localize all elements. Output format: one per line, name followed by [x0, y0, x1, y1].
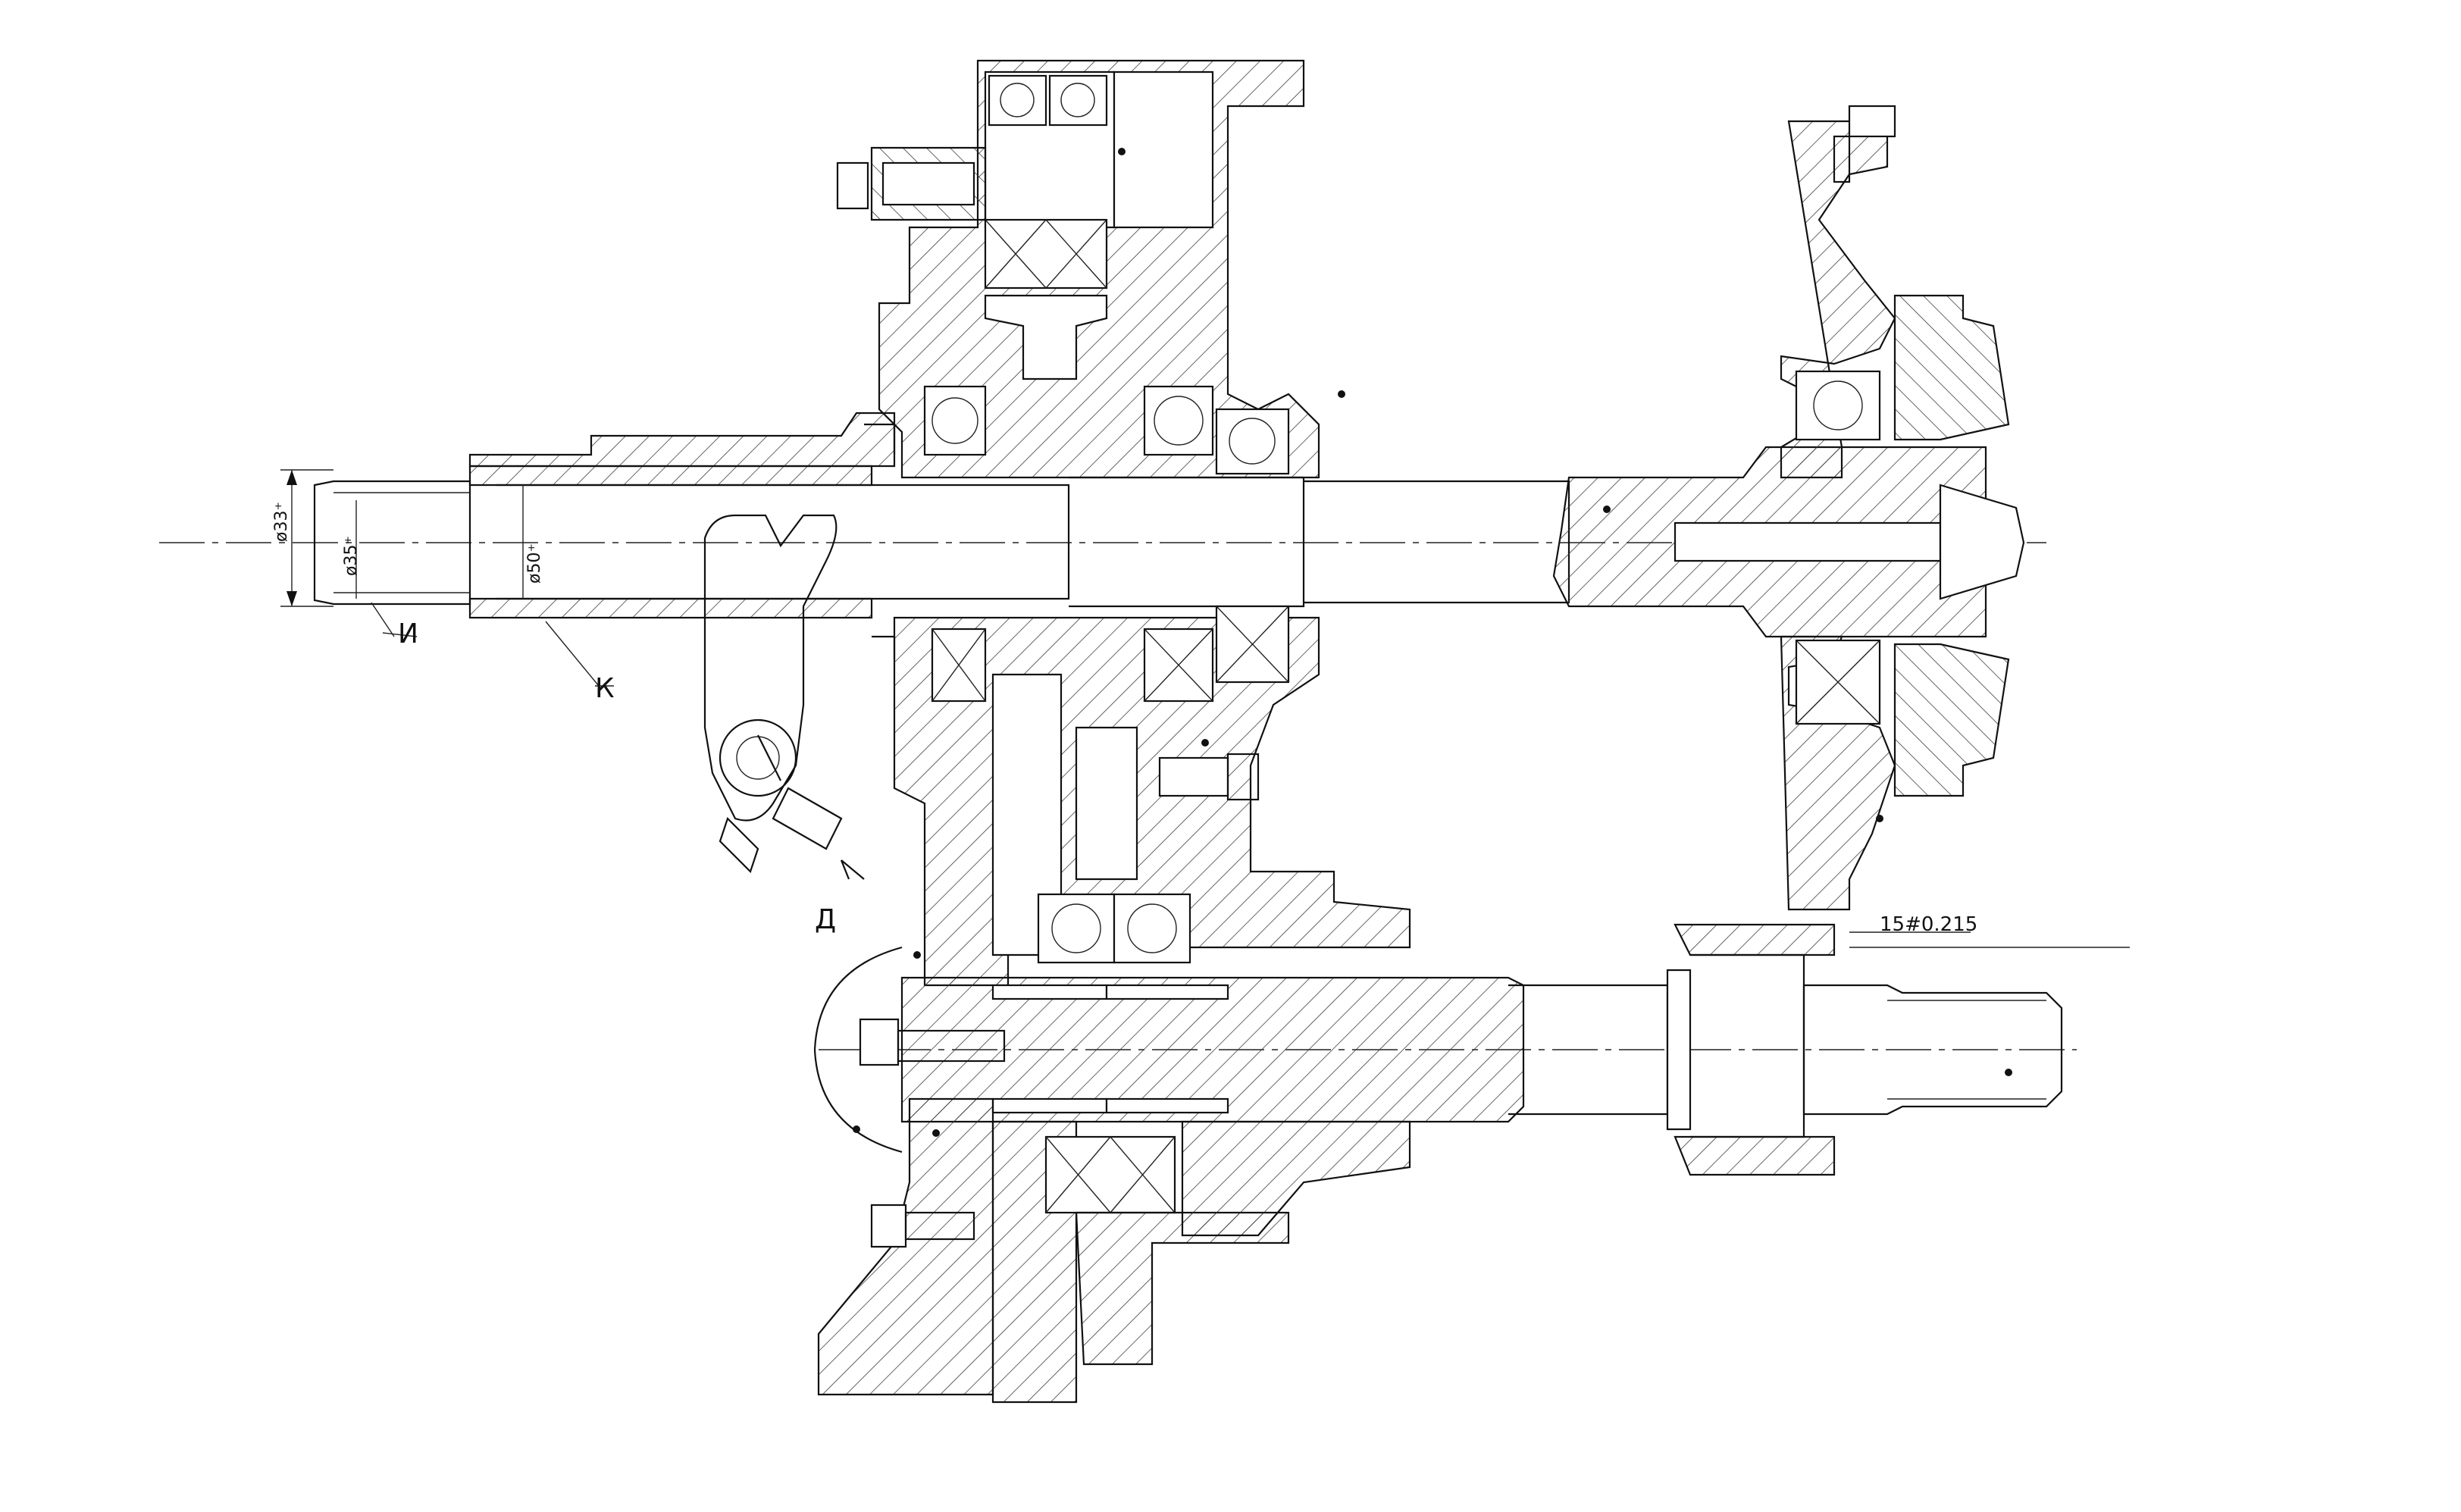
callout-label-k: К [595, 673, 615, 704]
callout-label-d: Д [815, 904, 836, 935]
needle-bearings [991, 984, 1229, 1114]
dim-label-d33: ø33⁺ [272, 502, 291, 542]
bearing-top-left [988, 74, 1047, 127]
dim-label-d50: ø50⁺ [525, 543, 544, 584]
bearing-mid-right [1143, 385, 1214, 456]
bearing-intermediate-right [1113, 893, 1191, 964]
shift-lever-hub [719, 718, 797, 797]
reference-dots [853, 148, 1883, 1137]
bearing-flange-upper [1795, 370, 1881, 441]
callout-label-i: И [398, 618, 418, 650]
spec-note-label: 15#0.215 [1880, 913, 1977, 936]
upper-housing-tube [468, 412, 896, 468]
right-flange-bracket [1780, 105, 2010, 911]
bearing-mid-far [1215, 408, 1290, 475]
output-shaft [900, 923, 2063, 1176]
dimension-lines [280, 469, 524, 607]
shift-fork [703, 514, 843, 874]
bottom-casing [813, 946, 1411, 1404]
bearing-mid-left [923, 385, 987, 456]
callout-leaders [371, 602, 2130, 948]
lower-gearbox-casing [893, 605, 1411, 987]
bearing-bottom [1044, 1135, 1176, 1214]
dim-label-d35: ø35⁺ [342, 536, 361, 576]
upper-gearbox-casing [836, 59, 1320, 659]
main-shaft [313, 446, 2025, 638]
